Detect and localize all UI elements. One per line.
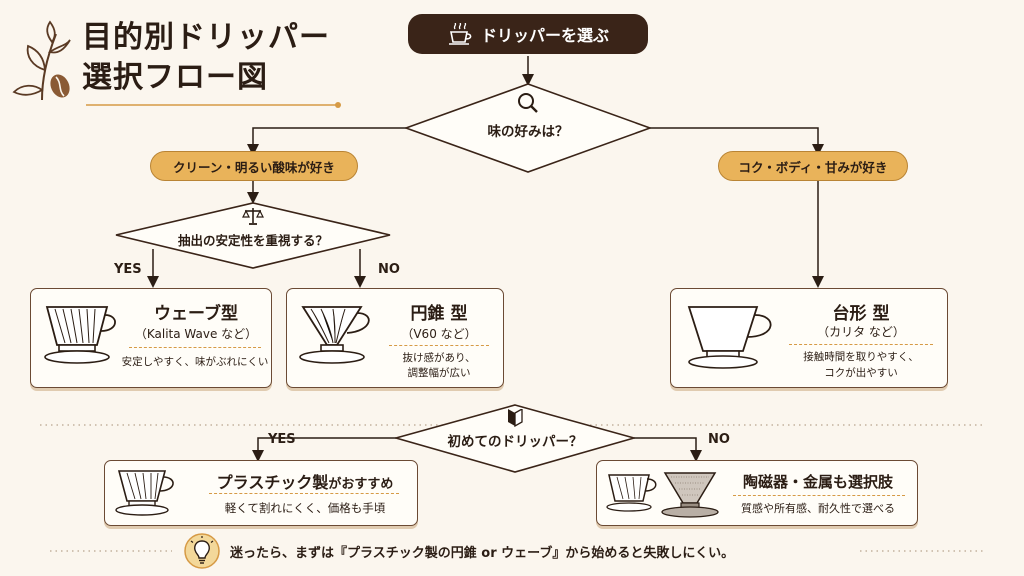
q2-label: 抽出の安定性を重視する？ [177,233,328,248]
card-ceramic-desc: 質感や所有感、耐久性で選べる [741,502,895,515]
q2-diamond [115,202,391,269]
card-cone-sub: （V60 など） [401,327,477,341]
card-plastic-title-strong: プラスチック製 [216,473,329,492]
card-ceramic-divider [733,495,905,496]
card-trapezoid-dripper: 台形 型 （カリタ など） 接触時間を取りやすく、 コクが出やすい [670,288,948,388]
coffee-branch-icon [12,20,71,101]
q3-no-label: NO [708,432,730,447]
card-trapezoid-desc1: 接触時間を取りやすく、 [803,351,919,363]
page-title-line1: 目的別ドリッパー [82,20,330,55]
q2-no-label: NO [378,262,400,277]
card-wave-dripper: ウェーブ型 （Kalita Wave など） 安定しやすく、味がぶれにくい [30,288,272,388]
card-trapezoid-title: 台形 型 [832,304,890,324]
card-cone-dripper: 円錐 型 （V60 など） 抜け感があり、 調整幅が広い [286,288,504,388]
beginner-mark-icon [507,407,523,428]
card-plastic-divider [209,493,399,494]
branch-clean-acidity: クリーン・明るい酸味が好き [150,151,358,181]
wave-dripper-icon [44,306,116,364]
card-cone-desc2: 調整幅が広い [407,367,471,379]
q3-yes-label: YES [268,432,296,447]
start-node: ドリッパーを選ぶ [408,14,648,54]
page-title-line2: 選択フロー図 [82,60,268,95]
coffee-cup-icon [448,23,472,45]
card-cone-desc1: 抜け感があり、 [402,352,476,364]
branch-body-sweet: コク・ボディ・甘みが好き [718,151,908,181]
plastic-dripper-icon [115,470,174,516]
trapezoid-dripper-icon [687,306,772,369]
title-logo [12,20,74,106]
card-cone-divider [389,345,489,346]
q1-label: 味の好みは？ [487,124,569,140]
card-ceramic-title: 陶磁器・金属も選択肢 [742,473,893,491]
tip-text: 迷ったら、まずは『プラスチック製の円錐 or ウェーブ』から始めると失敗しにくい… [230,546,735,561]
card-plastic-title: プラスチック製がおすすめ [199,469,411,493]
card-wave-title: ウェーブ型 [154,304,238,324]
card-ceramic-metal: 陶磁器・金属も選択肢 質感や所有感、耐久性で選べる [596,460,918,526]
q2-yes-label: YES [114,262,142,277]
magnifier-icon [516,92,540,114]
q3-label: 初めてのドリッパー？ [447,434,583,450]
q1-diamond [403,83,653,173]
ceramic-metal-dripper-icon [606,472,719,518]
start-label: ドリッパーを選ぶ [480,26,609,45]
card-wave-divider [129,347,261,348]
card-cone-title: 円錐 型 [410,304,468,324]
card-plastic-desc: 軽くて割れにくく、価格も手頃 [224,501,386,515]
card-wave-sub: （Kalita Wave など） [134,327,258,341]
scale-icon [242,206,264,226]
q3-diamond [393,404,637,473]
card-trapezoid-divider [789,344,933,345]
card-plastic-recommend: プラスチック製がおすすめ 軽くて割れにくく、価格も手頃 [104,460,418,526]
card-trapezoid-desc2: コクが出やすい [824,367,898,379]
lightbulb-icon [183,532,221,570]
cone-dripper-icon [299,306,370,364]
card-wave-desc: 安定しやすく、味がぶれにくい [121,356,269,368]
card-plastic-title-rest: がおすすめ [328,477,394,492]
card-trapezoid-sub: （カリタ など） [817,325,905,339]
